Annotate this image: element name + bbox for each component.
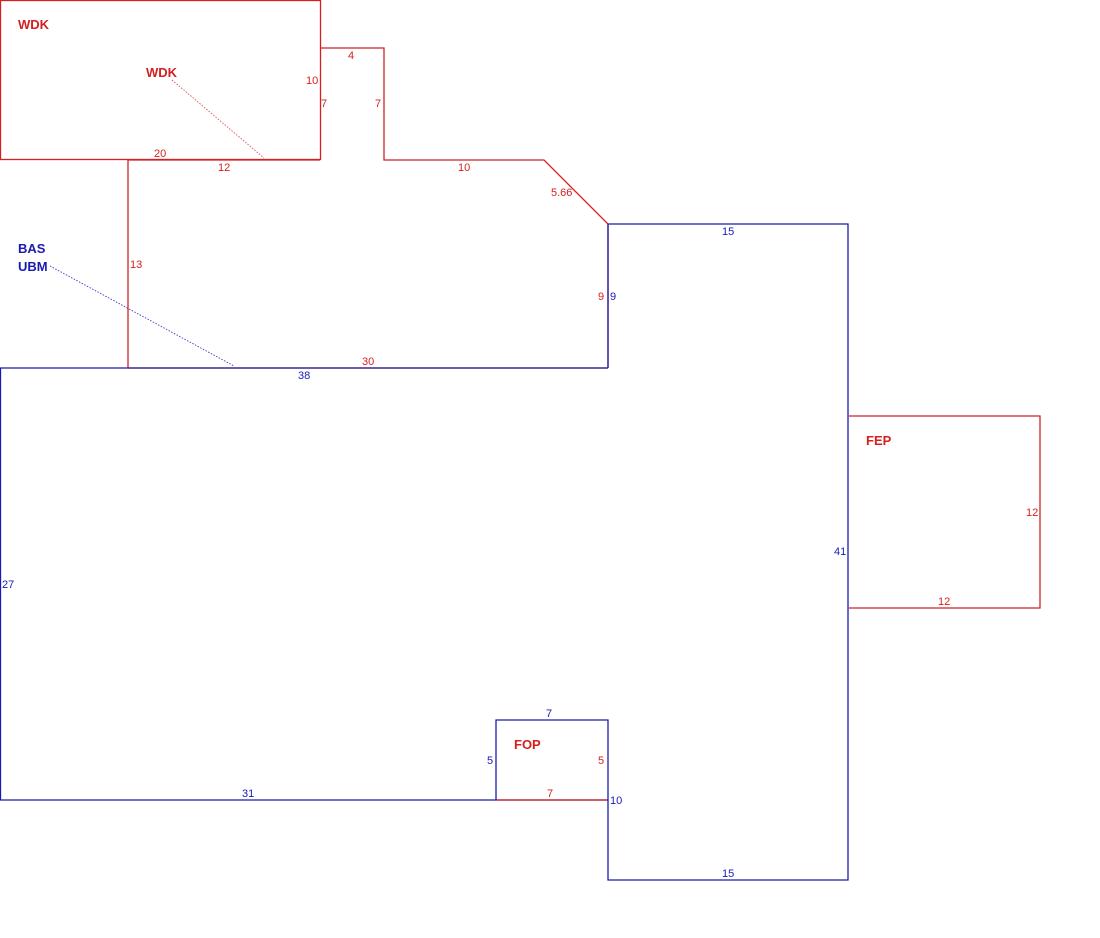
ubm-label: UBM: [18, 259, 48, 274]
dim-label: 9: [610, 291, 616, 303]
dim-label: 4: [348, 50, 354, 62]
dim-label: 10: [458, 162, 470, 174]
dim-label: 12: [1026, 507, 1038, 519]
dim-label: 9: [598, 291, 604, 303]
dim-label: 27: [2, 579, 14, 591]
dim-label: 38: [298, 370, 310, 382]
dim-label: 5.66: [551, 187, 572, 199]
dim-label: 5: [487, 755, 493, 767]
dim-label: 31: [242, 788, 254, 800]
wdk-inner-label: WDK: [146, 65, 178, 80]
wdk-outer-label: WDK: [18, 17, 50, 32]
dim-label: 13: [130, 259, 142, 271]
dim-label: 15: [722, 868, 734, 880]
dim-label: 7: [546, 708, 552, 720]
dim-label: 15: [722, 226, 734, 238]
dim-label: 12: [938, 596, 950, 608]
bas-leader-line: [49, 265, 235, 367]
fop-label: FOP: [514, 737, 541, 752]
dim-label: 5: [598, 755, 604, 767]
dim-label: 10: [306, 75, 318, 87]
bas-left-outline: [0, 367, 608, 801]
wdk-left-outline: [127, 159, 320, 368]
dim-label: 7: [547, 788, 553, 800]
dim-label: 30: [362, 356, 374, 368]
dim-label: 7: [321, 98, 327, 110]
dim-label: 7: [375, 98, 381, 110]
dim-label: 12: [218, 162, 230, 174]
dim-label: 10: [610, 795, 622, 807]
fep-outline: [849, 415, 1041, 609]
bas-label: BAS: [18, 241, 46, 256]
fep-label: FEP: [866, 433, 892, 448]
bas-right-outline: [495, 223, 849, 881]
fep-area: [849, 415, 1041, 609]
wdk-area: [0, 0, 609, 369]
dim-label: 41: [834, 546, 846, 558]
wdk-leader-line: [171, 79, 265, 159]
wdk-upper-outline: [320, 47, 609, 368]
dim-label: 20: [154, 148, 166, 160]
bas-area: [0, 223, 849, 881]
